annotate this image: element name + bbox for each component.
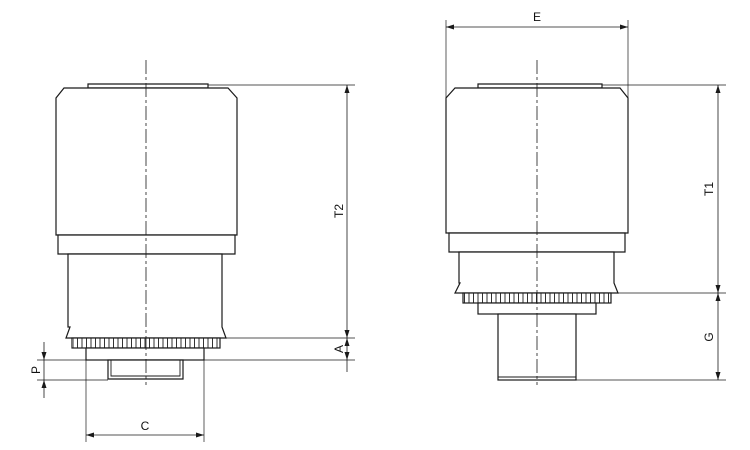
right-tube [454, 251, 619, 294]
dim-label-e: E [533, 10, 541, 24]
dim-label-a: A [332, 345, 346, 353]
left-base-plate [85, 347, 205, 361]
dim-label-t2: T2 [332, 204, 346, 218]
dim-label-g: G [702, 332, 716, 341]
dim-label-p: P [29, 366, 43, 374]
right-collar [448, 232, 626, 253]
right-view: E T1 G [445, 10, 726, 385]
left-bottom-stub [107, 359, 184, 380]
dim-label-c: C [141, 419, 150, 433]
dim-label-t1: T1 [702, 182, 716, 196]
left-collar [57, 234, 236, 255]
left-view: T2 A P C [29, 60, 355, 442]
left-main-body [55, 87, 238, 236]
